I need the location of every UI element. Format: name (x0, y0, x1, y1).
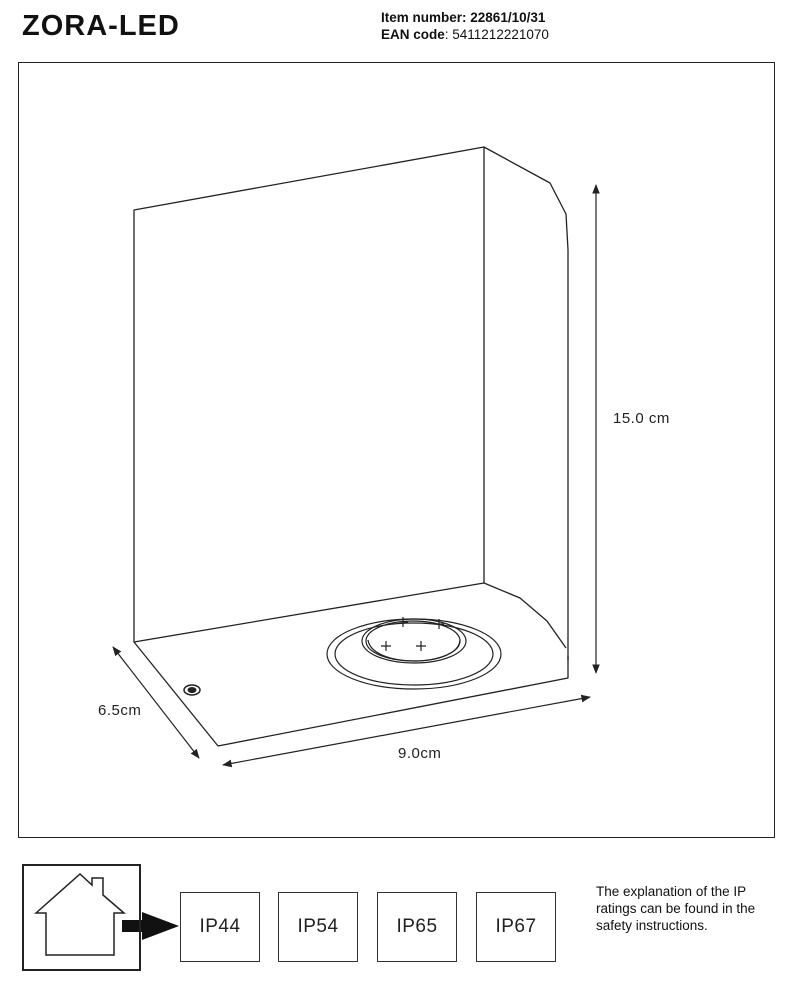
fixture-outline (133, 146, 569, 747)
depth-label: 6.5cm (98, 702, 142, 719)
side-face (483, 146, 569, 660)
bottom-face (133, 641, 569, 747)
depth-dimension-arrow (112, 646, 200, 759)
ean-line: EAN code: 5411212221070 (381, 26, 549, 43)
item-number-value: 22861/10/31 (470, 10, 546, 25)
ean-label: EAN code (381, 27, 445, 42)
drawing-frame (18, 62, 775, 838)
indoor-outdoor-box (22, 864, 141, 971)
height-label: 15.0 cm (613, 410, 670, 427)
product-meta: Item number: 22861/10/31 EAN code: 54112… (381, 9, 549, 43)
sensor-icon (183, 684, 201, 696)
ip-rating-box: IP65 (377, 892, 457, 962)
arrow-right-icon (122, 912, 179, 940)
width-label: 9.0cm (398, 745, 442, 762)
product-title: ZORA-LED (22, 10, 180, 42)
ip-rating-box: IP54 (278, 892, 358, 962)
item-number-line: Item number: 22861/10/31 (381, 9, 549, 26)
ean-value: : 5411212221070 (444, 27, 549, 42)
ip-explanation-note: The explanation of the IP ratings can be… (596, 884, 756, 933)
item-number-label: Item number: (381, 10, 467, 25)
lens-assembly (326, 617, 502, 690)
front-face (133, 146, 485, 643)
house-icon (34, 872, 127, 956)
ip-rating-box: IP67 (476, 892, 556, 962)
width-dimension-arrow (222, 694, 591, 768)
ip-rating-box: IP44 (180, 892, 260, 962)
